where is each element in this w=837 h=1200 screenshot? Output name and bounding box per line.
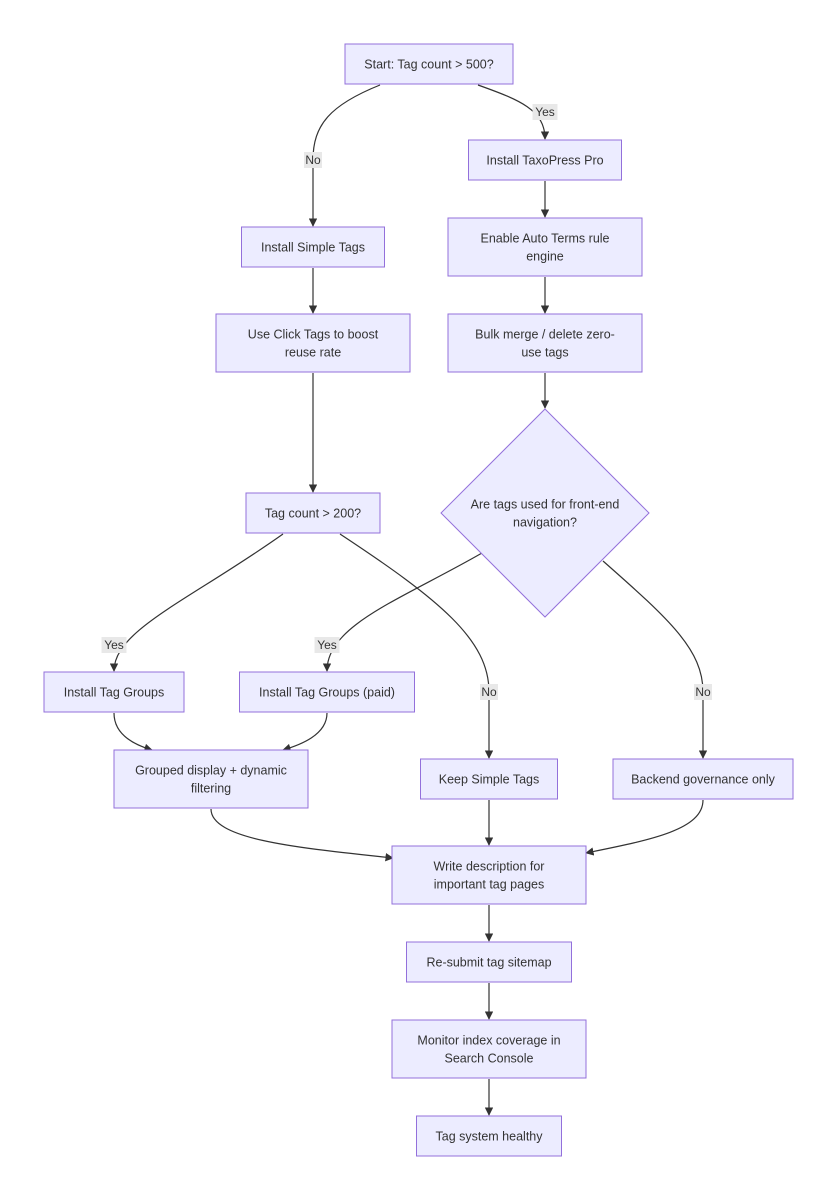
edge-taggroupspaid-to-grouped [282, 712, 328, 752]
node-autoterms: Enable Auto Terms rule engine [447, 217, 643, 277]
node-label-line: navigation? [513, 516, 577, 530]
process-box [447, 217, 643, 277]
process-box [420, 758, 558, 800]
process-box [43, 671, 185, 713]
node-taggroups: Install Tag Groups [43, 671, 185, 713]
node-label-line: use tags [521, 346, 568, 360]
process-box [245, 492, 381, 534]
edge-count200-to-keepsimple [339, 533, 494, 759]
node-label-line: engine [526, 250, 564, 264]
decision-diamond [440, 408, 650, 618]
edge-label-background [480, 684, 498, 700]
node-label-line: filtering [191, 782, 231, 796]
node-label-line: Grouped display + dynamic [135, 764, 287, 778]
edge-label-start-to-simple: No [304, 152, 322, 168]
process-box [468, 139, 622, 181]
process-box [239, 671, 415, 713]
process-box [391, 845, 587, 905]
node-label-line: Tag system healthy [436, 1130, 544, 1144]
process-box [391, 1019, 587, 1079]
edge-label-text: Yes [104, 638, 124, 652]
node-taxopress: Install TaxoPress Pro [468, 139, 622, 181]
edge-label-background [314, 637, 340, 653]
edge-label-text: No [695, 685, 711, 699]
node-count200: Tag count > 200? [245, 492, 381, 534]
node-simple: Install Simple Tags [241, 226, 385, 268]
node-label-line: Keep Simple Tags [439, 773, 540, 787]
edge-navq-to-backend [602, 560, 708, 759]
node-label-line: Install Tag Groups [64, 686, 165, 700]
edge-grouped-to-writedesc [210, 808, 394, 862]
node-healthy: Tag system healthy [416, 1115, 562, 1157]
node-label-line: Use Click Tags to boost [248, 328, 379, 342]
node-grouped: Grouped display + dynamic filtering [113, 749, 309, 809]
edge-label-start-to-taxopress: Yes [532, 104, 558, 120]
node-label-line: Install Tag Groups (paid) [259, 686, 395, 700]
edge-count200-to-taggroups [109, 533, 284, 672]
node-keepsimple: Keep Simple Tags [420, 758, 558, 800]
edge-label-navq-to-taggroupspaid: Yes [314, 637, 340, 653]
edge-taggroups-to-grouped [113, 712, 153, 752]
node-backend: Backend governance only [612, 758, 794, 800]
edge-label-text: Yes [317, 638, 337, 652]
node-label-line: Start: Tag count > 500? [364, 58, 493, 72]
nodes-layer: Start: Tag count > 500? Install TaxoPress… [43, 43, 794, 1157]
node-label-line: important tag pages [434, 878, 545, 892]
process-box [344, 43, 514, 85]
node-taggroupspaid: Install Tag Groups (paid) [239, 671, 415, 713]
process-box [113, 749, 309, 809]
process-box [406, 941, 572, 983]
node-label-line: Are tags used for front-end [471, 498, 620, 512]
edge-label-count200-to-taggroups: Yes [101, 637, 127, 653]
node-label-line: Write description for [434, 860, 545, 874]
node-start: Start: Tag count > 500? [344, 43, 514, 85]
node-clicktags: Use Click Tags to boost reuse rate [215, 313, 411, 373]
edge-label-text: Yes [535, 105, 555, 119]
node-navq: Are tags used for front-end navigation? [440, 408, 650, 618]
node-label-line: Tag count > 200? [265, 507, 361, 521]
edges-layer [109, 84, 708, 1116]
node-monitor: Monitor index coverage in Search Console [391, 1019, 587, 1079]
edge-start-to-taxopress [477, 84, 550, 140]
process-box [416, 1115, 562, 1157]
node-label-line: Monitor index coverage in [417, 1034, 560, 1048]
node-writedesc: Write description for important tag pages [391, 845, 587, 905]
edge-label-navq-to-backend: No [694, 684, 712, 700]
node-bulk: Bulk merge / delete zero-use tags [447, 313, 643, 373]
node-label-line: Install TaxoPress Pro [486, 154, 603, 168]
process-box [215, 313, 411, 373]
node-label-line: Install Simple Tags [261, 241, 365, 255]
edge-navq-to-taggroupspaid [322, 552, 483, 672]
edge-label-text: No [305, 153, 321, 167]
node-resubmit: Re-submit tag sitemap [406, 941, 572, 983]
node-label-line: Backend governance only [631, 773, 776, 787]
node-label-line: Re-submit tag sitemap [426, 956, 551, 970]
node-label-line: Enable Auto Terms rule [480, 232, 609, 246]
process-box [241, 226, 385, 268]
process-box [447, 313, 643, 373]
node-label-line: Search Console [445, 1052, 534, 1066]
edge-label-background [694, 684, 712, 700]
edge-label-background [532, 104, 558, 120]
process-box [612, 758, 794, 800]
edge-label-text: No [481, 685, 497, 699]
node-label-line: Bulk merge / delete zero- [475, 328, 615, 342]
edge-label-count200-to-keepsimple: No [480, 684, 498, 700]
node-label-line: reuse rate [285, 346, 341, 360]
edge-backend-to-writedesc [585, 799, 704, 856]
edge-label-background [304, 152, 322, 168]
edge-start-to-simple [308, 84, 381, 227]
edge-label-background [101, 637, 127, 653]
